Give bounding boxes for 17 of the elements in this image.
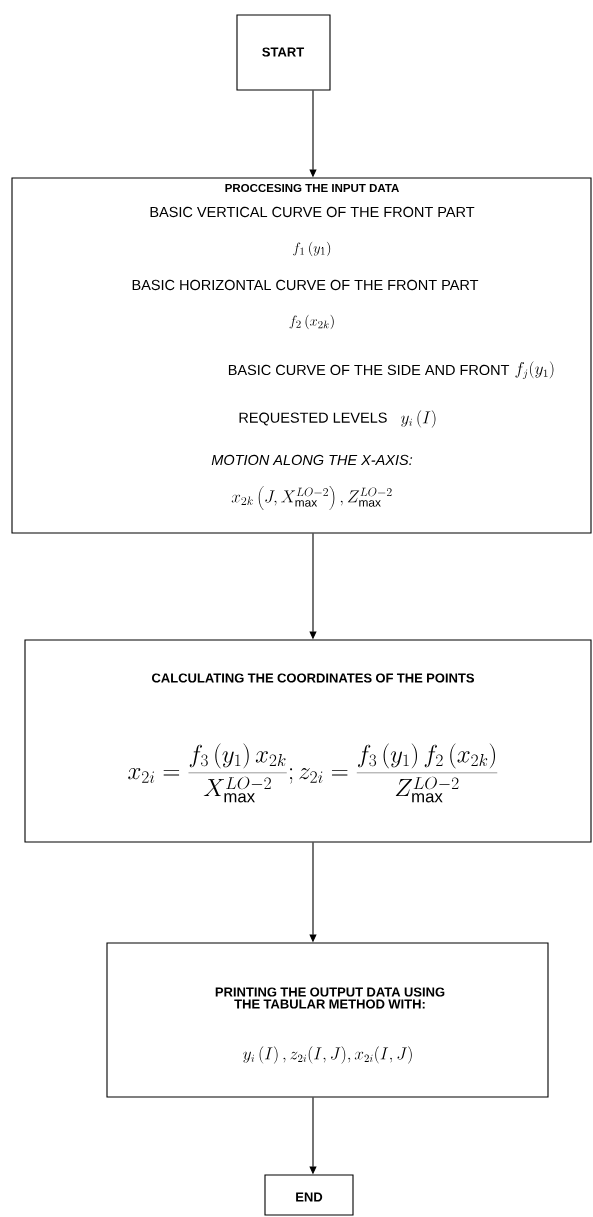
body-text: MOTION ALONG THE X-AXIS: <box>211 454 413 466</box>
box-title: START <box>262 47 305 57</box>
body-text: REQUESTED LEVELS <box>239 412 387 426</box>
box-title: PROCCESING THE INPUT DATA <box>225 183 399 193</box>
box-title: PRINTING THE OUTPUT DATA USING THE TABULAR METHOD WITH: <box>215 987 445 1009</box>
formula: $y_i\left(I\right)$ <box>401 410 436 428</box>
formula: $f_1\left(y_1\right)$ <box>293 241 331 257</box>
formula: $y_i\left(I\right), z_{2i}(I,J), x_{2i}(I,J)$ <box>243 1046 412 1064</box>
formula: $f_2\left(x_{2k}\right)$ <box>289 314 334 330</box>
body-text: BASIC HORIZONTAL CURVE OF THE FRONT PART <box>132 279 479 291</box>
formula: $x_{2k}\left(J, X_{\max}^{LO-2}\right), Z_{\max}^{LO-2}$ <box>231 486 392 510</box>
formula: $x_{2i}=\frac{f_3\left(y_1\right)x_{2k}}{X_{\max}^{LO-2}};z_{2i}=\frac{f_3\left(y_1\right)f_2\left(x_{2k}\right)}{Z_{\max}^{LO-2}}$ <box>128 743 498 803</box>
body-text: BASIC VERTICAL CURVE OF THE FRONT PART <box>150 206 475 218</box>
box-title: CALCULATING THE COORDINATES OF THE POINTS <box>151 673 475 683</box>
box-title: END <box>296 1192 323 1202</box>
formula: $f_j(y_1)$ <box>515 361 554 379</box>
body-text: BASIC CURVE OF THE SIDE AND FRONT <box>228 364 510 376</box>
